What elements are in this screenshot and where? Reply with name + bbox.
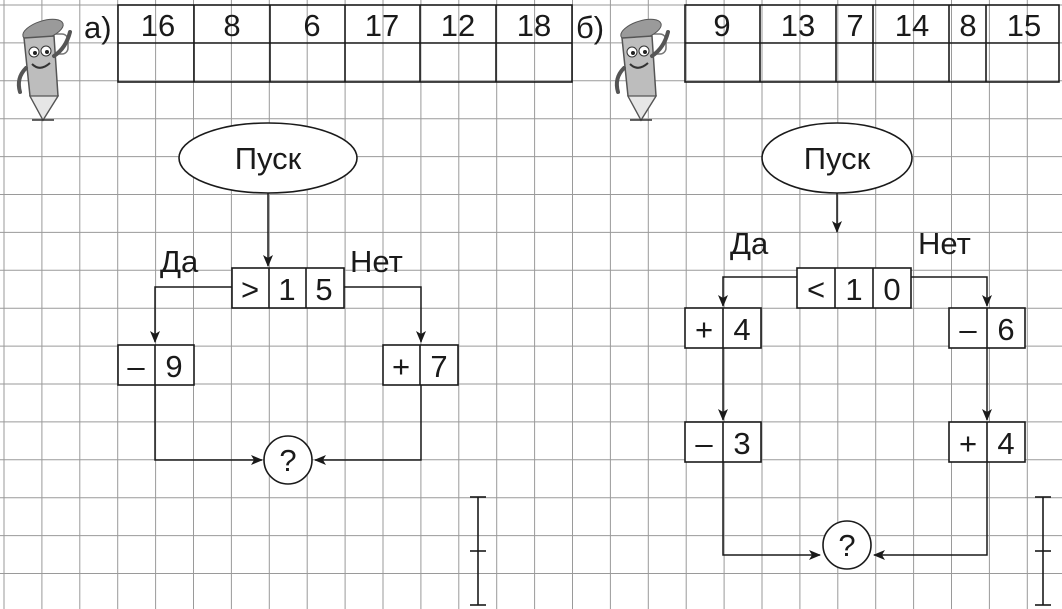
arrow-yes-to-result-b (723, 462, 820, 555)
table-a-number: 17 (365, 8, 399, 43)
arrow-yes-to-result-a (155, 385, 262, 460)
table-b-number: 9 (713, 8, 730, 43)
result-mark-b: ? (838, 528, 855, 563)
condition-digit-a: 1 (278, 272, 295, 307)
no-label-b: Нет (918, 226, 971, 261)
arrow-no-b (911, 277, 987, 306)
yes-operation-box-a: – 9 (118, 345, 194, 385)
input-table-a: 16 8 6 17 12 18 (118, 5, 572, 82)
start-label-a: Пуск (235, 141, 302, 176)
arrow-no-to-result-a (315, 385, 421, 460)
op-value: 4 (733, 312, 750, 347)
table-b-number: 8 (959, 8, 976, 43)
yes-operation-box-b1: + 4 (685, 308, 761, 348)
measure-bracket-icon (1035, 497, 1051, 605)
arrow-no-to-result-b (874, 462, 987, 555)
op-sign: + (695, 312, 713, 347)
pencil-mascot-icon (19, 15, 70, 120)
measure-bracket-icon (470, 497, 486, 605)
table-b-number: 14 (895, 8, 929, 43)
table-a-number: 16 (141, 8, 175, 43)
pencil-mascot-icon (617, 15, 668, 120)
condition-sign-a: > (241, 272, 259, 307)
panel-b-label: б) (576, 10, 604, 45)
result-mark-a: ? (279, 443, 296, 478)
table-b-number: 13 (781, 8, 815, 43)
condition-digit-a: 5 (315, 272, 332, 307)
flowchart-a: Пуск > 1 5 Да Нет – 9 (118, 123, 458, 484)
yes-label-b: Да (730, 226, 769, 261)
table-b-number: 15 (1007, 8, 1041, 43)
panel-a-label: а) (84, 10, 112, 45)
yes-label-a: Да (160, 244, 199, 279)
op-value: 6 (997, 312, 1014, 347)
table-b-number: 7 (846, 8, 863, 43)
condition-digit-b: 1 (845, 272, 862, 307)
condition-box-a: > 1 5 (232, 268, 344, 308)
op-value: 4 (997, 426, 1014, 461)
no-operation-box-b2: + 4 (949, 422, 1025, 462)
table-a-number: 12 (441, 8, 475, 43)
panel-a: а) 16 8 6 17 12 18 Пуск > (19, 5, 572, 605)
table-a-number: 8 (223, 8, 240, 43)
condition-sign-b: < (807, 272, 825, 307)
no-operation-box-a: + 7 (383, 345, 458, 385)
no-operation-box-b1: – 6 (949, 308, 1025, 348)
op-value: 9 (165, 349, 182, 384)
yes-operation-box-b2: – 3 (685, 422, 761, 462)
start-label-b: Пуск (804, 141, 871, 176)
arrow-yes-b (723, 277, 797, 306)
op-sign: + (392, 349, 410, 384)
input-table-b: 9 13 7 14 8 15 (685, 5, 1059, 82)
no-label-a: Нет (350, 244, 403, 279)
condition-box-b: < 1 0 (797, 268, 911, 308)
condition-digit-b: 0 (883, 272, 900, 307)
op-sign: – (959, 312, 977, 347)
op-value: 3 (733, 426, 750, 461)
op-value: 7 (430, 349, 447, 384)
op-sign: + (959, 426, 977, 461)
op-sign: – (127, 349, 145, 384)
op-sign: – (695, 426, 713, 461)
table-a-number: 6 (303, 8, 320, 43)
table-a-number: 18 (517, 8, 551, 43)
